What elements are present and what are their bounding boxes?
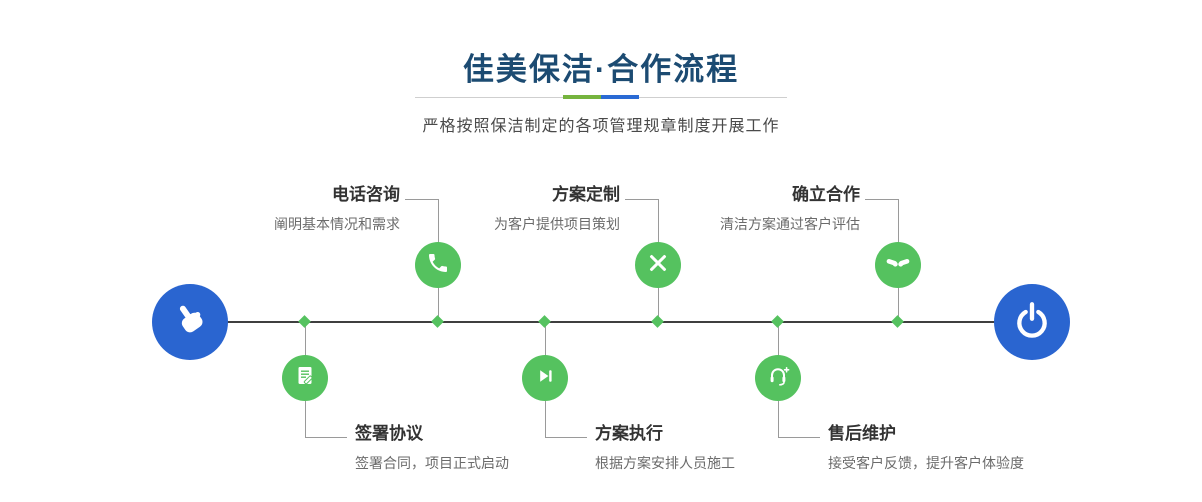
connector	[898, 288, 899, 322]
timeline-node-diamond	[538, 315, 551, 328]
step-phone-consultation: 电话咨询 阐明基本情况和需求	[190, 185, 400, 233]
headset-icon	[766, 364, 790, 393]
contract-icon	[293, 364, 317, 393]
step-title: 方案定制	[552, 185, 620, 204]
connector	[658, 199, 659, 243]
step-title: 签署协议	[355, 424, 423, 443]
step-node-cooperation	[875, 242, 921, 288]
step-description: 清洁方案通过客户评估	[720, 216, 860, 232]
phone-icon	[426, 251, 450, 280]
timeline-node-diamond	[891, 315, 904, 328]
step-title: 方案执行	[595, 424, 663, 443]
timeline-line	[190, 321, 1034, 323]
step-plan-execution: 方案执行 根据方案安排人员施工	[595, 424, 875, 472]
hand-pointer-icon	[170, 300, 210, 345]
step-title: 电话咨询	[332, 185, 400, 204]
play-next-icon	[533, 364, 557, 393]
connector	[305, 401, 306, 438]
step-node-execution	[522, 355, 568, 401]
step-description: 签署合同，项目正式启动	[355, 455, 509, 471]
step-description: 根据方案安排人员施工	[595, 455, 735, 471]
step-node-aftersales	[755, 355, 801, 401]
title-divider-green-accent	[563, 95, 601, 99]
timeline-start-circle	[152, 284, 228, 360]
step-description: 接受客户反馈，提升客户体验度	[828, 455, 1024, 471]
connector	[305, 323, 306, 356]
connector	[405, 199, 438, 200]
connector	[658, 288, 659, 322]
timeline-node-diamond	[298, 315, 311, 328]
connector	[545, 323, 546, 356]
connector	[778, 401, 779, 438]
step-node-plan	[635, 242, 681, 288]
connector	[778, 323, 779, 356]
connector	[438, 199, 439, 243]
timeline-end-circle	[994, 284, 1070, 360]
handshake-icon	[886, 251, 910, 280]
connector	[545, 437, 587, 438]
step-plan-customization: 方案定制 为客户提供项目策划	[410, 185, 620, 233]
step-title: 售后维护	[828, 424, 896, 443]
step-node-agreement	[282, 355, 328, 401]
step-title: 确立合作	[792, 185, 860, 204]
step-node-phone	[415, 242, 461, 288]
page-subtitle: 严格按照保洁制定的各项管理规章制度开展工作	[422, 118, 780, 135]
timeline-node-diamond	[431, 315, 444, 328]
page-title: 佳美保洁·合作流程	[462, 52, 740, 87]
timeline-node-diamond	[771, 315, 784, 328]
timeline-node-diamond	[651, 315, 664, 328]
pen-ruler-icon	[646, 251, 670, 280]
step-description: 为客户提供项目策划	[494, 216, 620, 232]
connector	[438, 288, 439, 322]
connector	[778, 437, 820, 438]
title-divider-blue-accent	[601, 95, 639, 99]
power-icon	[1012, 300, 1052, 345]
step-aftersales-maintenance: 售后维护 接受客户反馈，提升客户体验度	[828, 424, 1108, 472]
step-establish-cooperation: 确立合作 清洁方案通过客户评估	[650, 185, 860, 233]
connector	[625, 199, 658, 200]
connector	[545, 401, 546, 438]
connector	[898, 199, 899, 243]
step-sign-agreement: 签署协议 签署合同，项目正式启动	[355, 424, 635, 472]
connector	[305, 437, 347, 438]
connector	[865, 199, 898, 200]
step-description: 阐明基本情况和需求	[274, 216, 400, 232]
